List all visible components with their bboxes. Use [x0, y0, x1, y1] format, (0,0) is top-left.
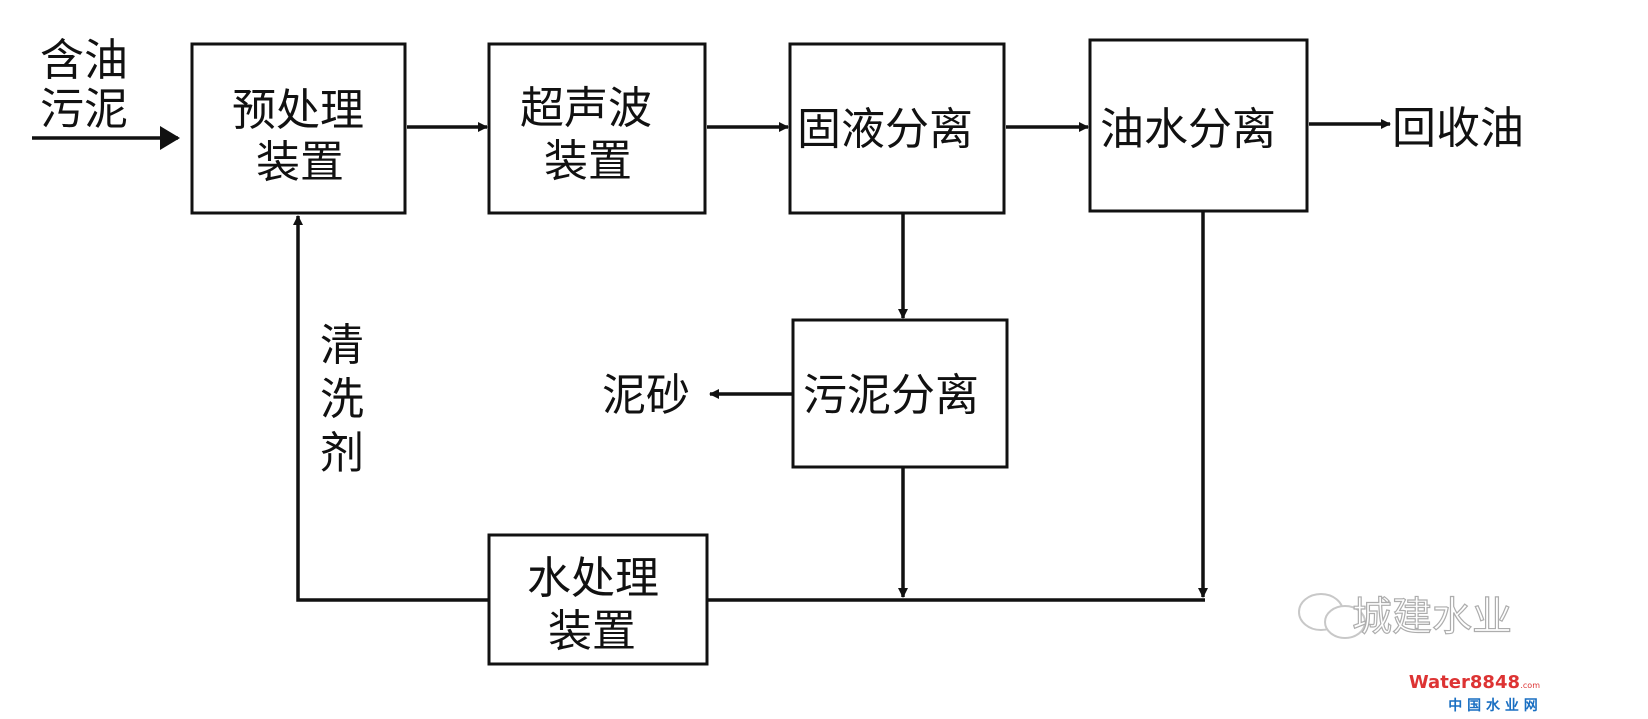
- box-ultrasonic: 超声波 装置: [487, 42, 707, 215]
- box-solid-liquid: 固液分离: [788, 42, 1006, 215]
- box-pretreatment: 预处理 装置: [190, 42, 407, 215]
- box-ultrasonic-line2: 装置: [544, 136, 632, 187]
- box-water-treatment-line1: 水处理: [527, 553, 659, 604]
- box-oil-water-label: 油水分离: [1100, 104, 1276, 155]
- box-solid-liquid-label: 固液分离: [797, 104, 973, 155]
- recovered-oil-label: 回收油: [1392, 103, 1524, 154]
- wechat-account-name: 城建水业: [1352, 594, 1512, 640]
- box-ultrasonic-line1: 超声波: [520, 83, 652, 134]
- sand-label: 泥砂: [602, 370, 690, 421]
- site-brand-logo: Water8848: [1409, 672, 1520, 693]
- wechat-icon: [1298, 593, 1366, 639]
- box-oil-water: 油水分离: [1088, 38, 1309, 213]
- box-pretreatment-line2: 装置: [256, 137, 344, 188]
- site-name: 中 国 水 业 网: [1448, 697, 1538, 714]
- box-sludge-separation-label: 污泥分离: [803, 370, 979, 421]
- arrow-cleaning-agent-return: [293, 215, 489, 602]
- arrowhead: [160, 126, 180, 150]
- input-label-line2: 污泥: [40, 84, 128, 135]
- site-brand-suffix: .com: [1520, 681, 1540, 690]
- box-pretreatment-line1: 预处理: [232, 85, 364, 136]
- cleaning-agent-char3: 剂: [320, 428, 364, 479]
- box-water-treatment: 水处理 装置: [487, 533, 709, 666]
- wechat-watermark: 城建水业: [1298, 593, 1513, 641]
- cleaning-agent-char2: 洗: [320, 374, 364, 425]
- input-label-line1: 含油: [40, 35, 128, 86]
- box-water-treatment-line2: 装置: [548, 606, 636, 657]
- cleaning-agent-char1: 清: [320, 320, 364, 371]
- box-sludge-separation: 污泥分离: [791, 318, 1009, 469]
